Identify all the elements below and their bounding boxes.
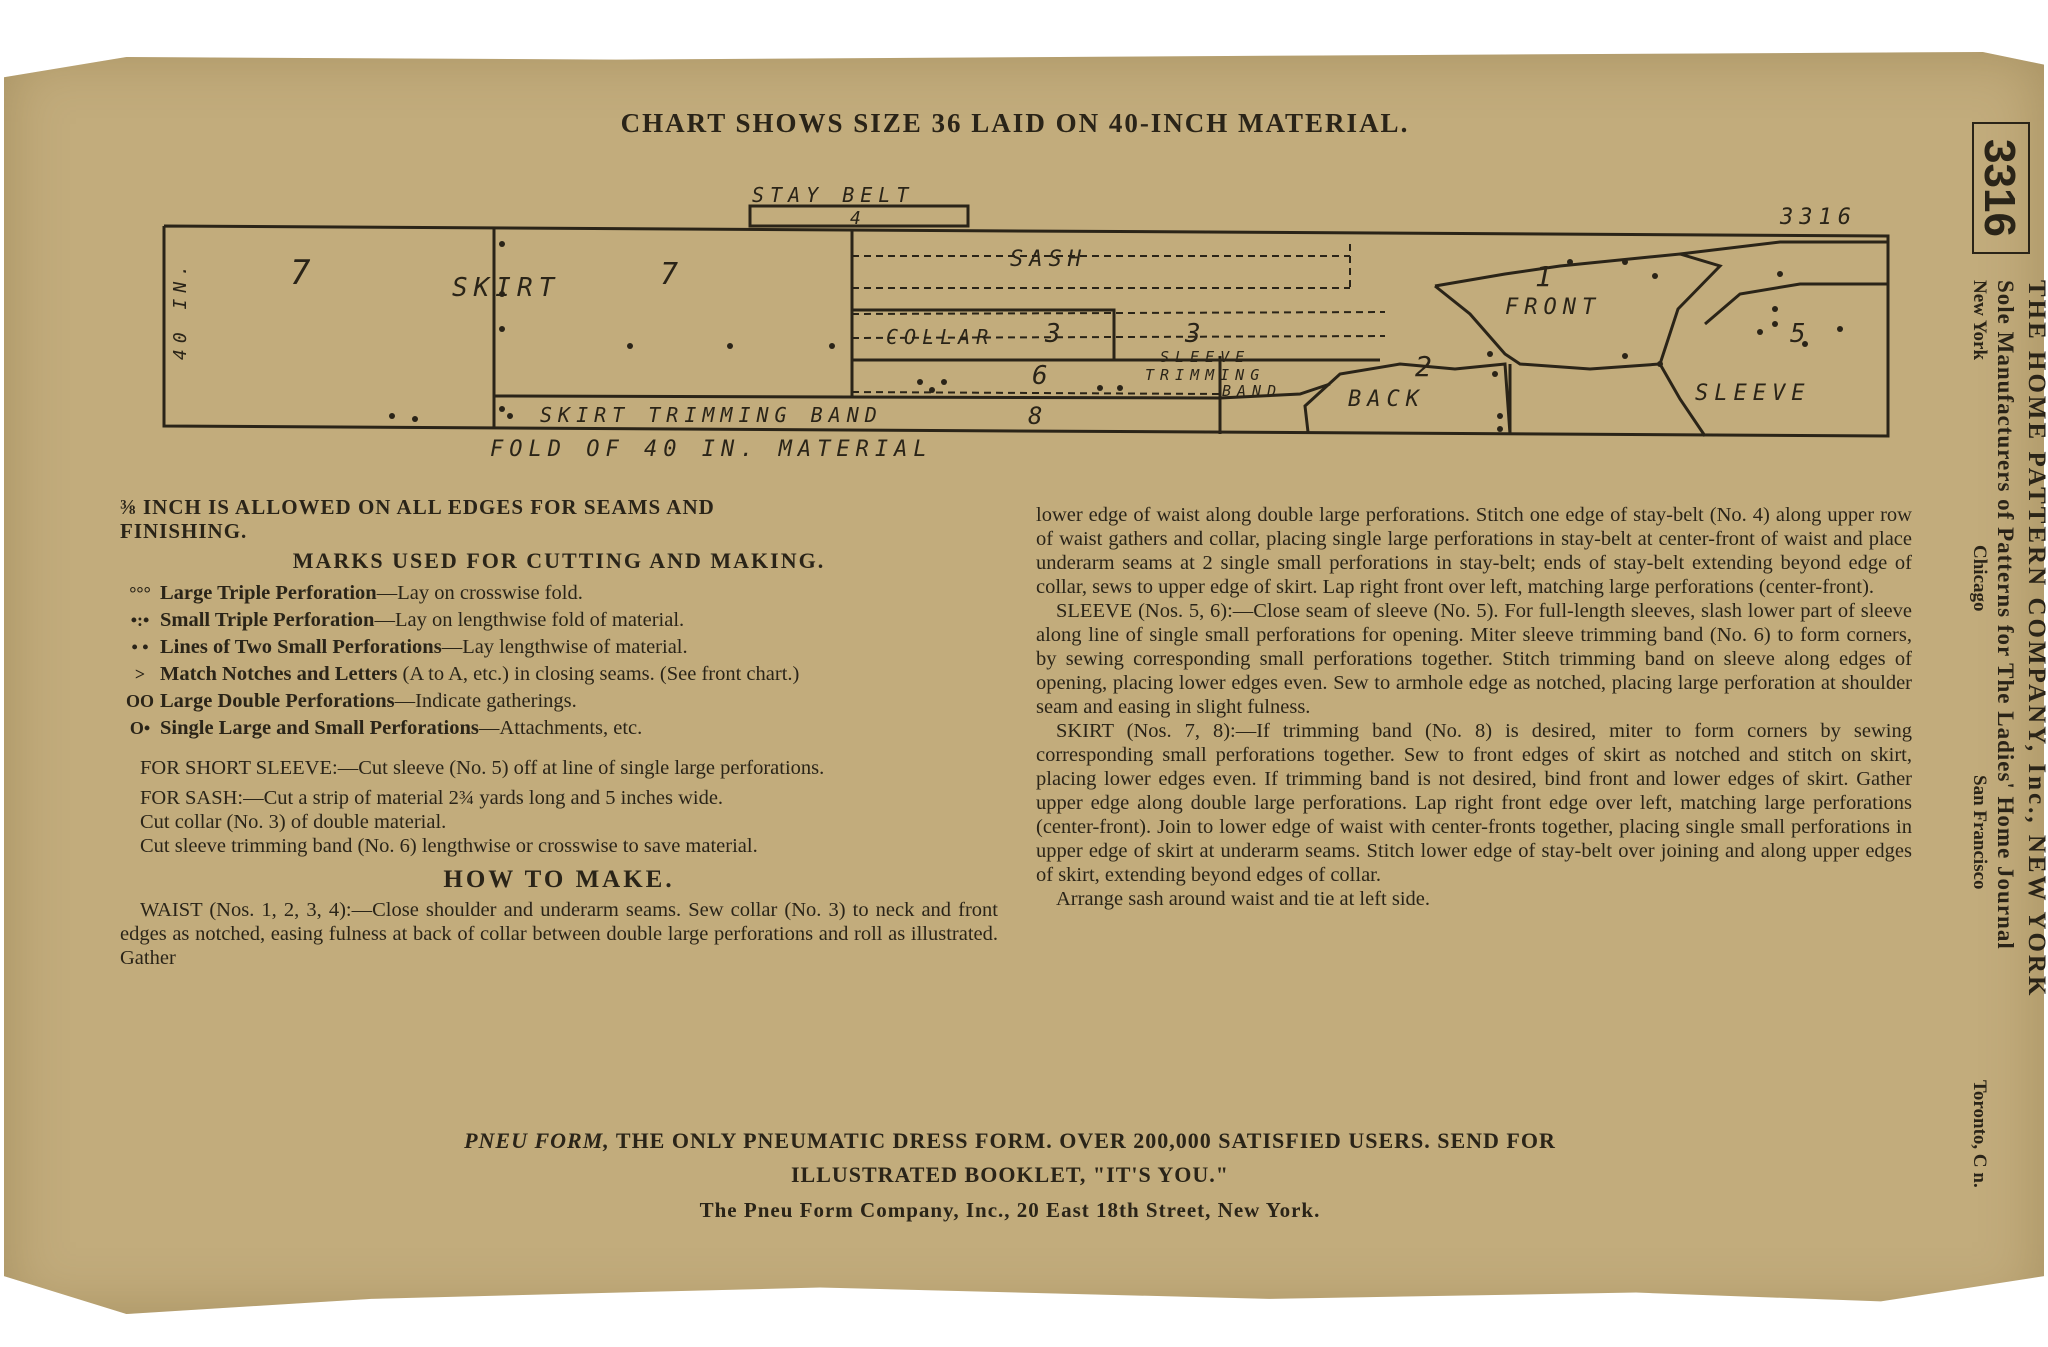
cutting-layout-chart: STAY BELT 4 3316 40 IN. 7 SKIRT 7 SASH C… — [162, 184, 1890, 462]
stay-belt-label: STAY BELT — [752, 184, 914, 207]
stay-belt-number: 4 — [850, 208, 867, 229]
sash-instructions: Arrange sash around waist and tie at lef… — [1056, 888, 1431, 910]
skirt-instructions: SKIRT (Nos. 7, 8):—If trimming band (No.… — [1036, 720, 1912, 886]
large-double-icon: OO — [125, 691, 154, 711]
sleeve-number: 5 — [1790, 319, 1812, 349]
ad-line-2: ILLUSTRATED BOOKLET, "IT'S YOU." — [790, 1162, 1230, 1187]
how-to-make-heading: HOW TO MAKE. — [443, 866, 675, 893]
skirt-band-label: SKIRT TRIMMING BAND — [540, 403, 883, 427]
marks-heading: MARKS USED FOR CUTTING AND MAKING. — [292, 548, 826, 573]
front-label: FRONT — [1505, 295, 1601, 320]
mark-single-large-small: O•Single Large and Small Perforations—At… — [120, 716, 998, 740]
piece-7a-number: 7 — [290, 253, 316, 293]
material-outline — [162, 224, 1890, 438]
collar-number: 3 — [1044, 319, 1067, 349]
sleeve-instructions: SLEEVE (Nos. 5, 6):—Close seam of sleeve… — [1036, 600, 1912, 718]
piece-7b-number: 7 — [660, 257, 684, 292]
chart-pattern-number: 3316 — [1779, 205, 1857, 230]
short-sleeve-note: FOR SHORT SLEEVE:—Cut sleeve (No. 5) off… — [140, 757, 825, 779]
mark-small-triple: •:•Small Triple Perforation—Lay on lengt… — [120, 608, 998, 632]
back-label: BACK — [1348, 387, 1425, 412]
single-large-small-icon: O• — [129, 718, 151, 738]
two-small-icon: • • — [131, 637, 149, 657]
collar-label: COLLAR — [886, 325, 994, 349]
seam-allowance-line-2: FINISHING. — [120, 519, 248, 543]
piece-6-number: 6 — [1032, 361, 1054, 391]
sleeve-label: SLEEVE — [1695, 381, 1810, 406]
side-company-panel: THE HOME PATTERN COMPANY, Inc., NEW YORK… — [1950, 120, 2048, 1290]
piece-3-number: 3 — [1184, 319, 1207, 349]
front-number: 1 — [1535, 260, 1558, 293]
pattern-number-box — [1972, 122, 2030, 254]
seam-allowance-line-1: ⅜ INCH IS ALLOWED ON ALL EDGES FOR SEAMS… — [120, 495, 715, 519]
sole-manufacturers: Sole Manufacturers of Patterns for The L… — [1993, 280, 2018, 950]
fold-label: FOLD OF 40 IN. MATERIAL — [490, 437, 933, 462]
sleeve-trim-label-2: TRIMMING — [1145, 366, 1265, 384]
stay-belt-piece — [748, 204, 970, 228]
large-triple-icon: °°° — [129, 583, 151, 603]
waist-instructions: WAIST (Nos. 1, 2, 3, 4):—Close shoulder … — [120, 899, 998, 969]
pneu-form-brand: PNEU FORM, — [464, 1128, 610, 1153]
ad-address: The Pneu Form Company, Inc., 20 East 18t… — [699, 1198, 1321, 1222]
mark-notches: >Match Notches and Letters (A to A, etc.… — [120, 662, 998, 686]
sleeve-trim-label-1: SLEEVE — [1160, 348, 1250, 366]
city-new-york: New York — [1969, 280, 1990, 361]
skirt-label: SKIRT — [452, 273, 560, 303]
company-name: THE HOME PATTERN COMPANY, Inc., NEW YORK — [2023, 280, 2048, 999]
trim-note: Cut sleeve trimming band (No. 6) lengthw… — [140, 835, 758, 857]
sash-label: SASH — [1010, 247, 1087, 272]
sash-note: FOR SASH:—Cut a strip of material 2¾ yar… — [140, 787, 724, 809]
collar-note: Cut collar (No. 3) of double material. — [140, 811, 447, 833]
city-san-francisco: San Francisco — [1969, 775, 1990, 890]
width-label: 40 IN. — [170, 259, 191, 360]
waist-instructions-cont: lower edge of waist along double large p… — [1036, 504, 1912, 598]
mark-two-small: • •Lines of Two Small Perforations—Lay l… — [120, 635, 998, 659]
sleeve-trim-label-3: BAND — [1222, 382, 1282, 400]
chart-title: CHART SHOWS SIZE 36 LAID ON 40-INCH MATE… — [620, 108, 1410, 138]
notch-icon: > — [134, 664, 146, 684]
left-column: ⅜ INCH IS ALLOWED ON ALL EDGES FOR SEAMS… — [120, 495, 998, 970]
small-triple-icon: •:• — [130, 610, 150, 630]
right-column: lower edge of waist along double large p… — [1036, 503, 1912, 911]
ad-line-1: PNEU FORM, THE ONLY PNEUMATIC DRESS FORM… — [464, 1128, 1556, 1153]
skirt-band-number: 8 — [1028, 402, 1048, 430]
city-chicago: Chicago — [1969, 545, 1990, 612]
city-toronto: Toronto, C n. — [1969, 1080, 1990, 1188]
mark-large-triple: °°°Large Triple Perforation—Lay on cross… — [120, 581, 998, 605]
back-number: 2 — [1415, 350, 1438, 383]
